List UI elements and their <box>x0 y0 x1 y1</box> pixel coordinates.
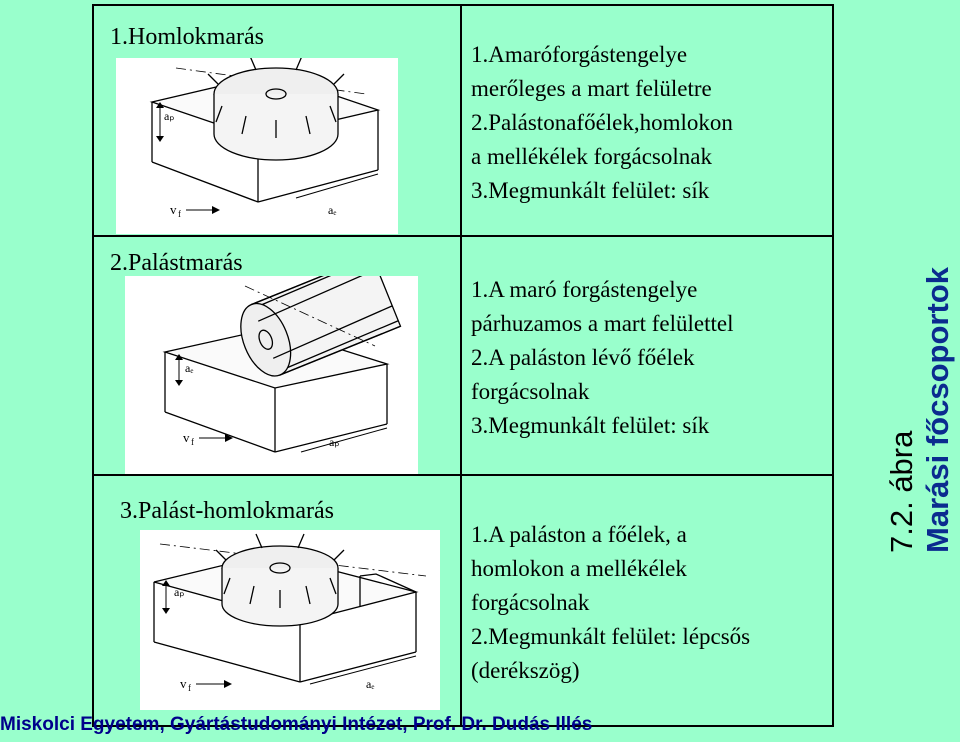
table-frame <box>92 4 834 727</box>
row-divider <box>92 474 834 476</box>
desc-line: (derékszög) <box>471 658 580 683</box>
peripheral-face-milling-figure: aₚ v f aₑ <box>140 530 440 710</box>
desc-line: 3.Megmunkált felület: sík <box>471 413 710 438</box>
row-2-title: 2.Palástmarás <box>110 250 243 276</box>
feed-label: v <box>170 202 177 217</box>
row-2-description: 1.A maró forgástengelye párhuzamos a mar… <box>471 273 733 443</box>
feed-label: v <box>180 676 187 691</box>
row-divider <box>92 235 834 237</box>
row-3-title: 3.Palást-homlokmarás <box>120 498 334 524</box>
peripheral-milling-figure: aₑ v f aₚ <box>125 254 418 474</box>
desc-line: forgácsolnak <box>471 590 590 615</box>
feed-subscript: f <box>188 683 191 693</box>
feed-subscript: f <box>191 437 194 447</box>
row-1-title: 1.Homlokmarás <box>110 24 264 50</box>
depth-of-cut-label: aₚ <box>174 585 184 599</box>
feed-subscript: f <box>178 209 181 219</box>
desc-line: 3.Megmunkált felület: sík <box>471 178 710 203</box>
desc-line: 2.Palástonafőélek,homlokon <box>471 110 733 135</box>
column-divider <box>460 4 462 727</box>
desc-line: forgácsolnak <box>471 379 590 404</box>
figure-title: Marási főcsoportok <box>920 267 955 553</box>
width-of-cut-label: aₚ <box>329 435 339 449</box>
desc-line: párhuzamos a mart felülettel <box>471 311 734 336</box>
width-of-cut-label: aₑ <box>366 677 374 691</box>
side-caption: 7.2. ábra Marási főcsoportok <box>884 267 956 553</box>
footer-credit: Miskolci Egyetem, Gyártástudományi Intéz… <box>0 714 593 735</box>
desc-line: 1.A maró forgástengelye <box>471 277 698 302</box>
desc-line: homlokon a mellékélek <box>471 556 687 581</box>
desc-line: 1.A paláston a főélek, a <box>471 522 687 547</box>
feed-label: v <box>183 430 190 445</box>
desc-line: a mellékélek forgácsolnak <box>471 144 712 169</box>
desc-line: 1.Amaróforgástengelye <box>471 42 688 67</box>
row-1-description: 1.Amaróforgástengelye merőleges a mart f… <box>471 38 825 208</box>
depth-of-cut-label: aₑ <box>185 361 193 375</box>
desc-line: 2.Megmunkált felület: lépcsős <box>471 624 751 649</box>
face-milling-figure: aₚ v f aₑ <box>116 55 398 234</box>
desc-line: 2.A paláston lévő főélek <box>471 345 695 370</box>
figure-number: 7.2. ábra <box>884 430 919 553</box>
row-3-description: 1.A paláston a főélek, a homlokon a mell… <box>471 518 750 688</box>
desc-line: merőleges a mart felületre <box>471 76 712 101</box>
depth-of-cut-label: aₚ <box>164 109 174 123</box>
width-of-cut-label: aₑ <box>328 203 336 217</box>
